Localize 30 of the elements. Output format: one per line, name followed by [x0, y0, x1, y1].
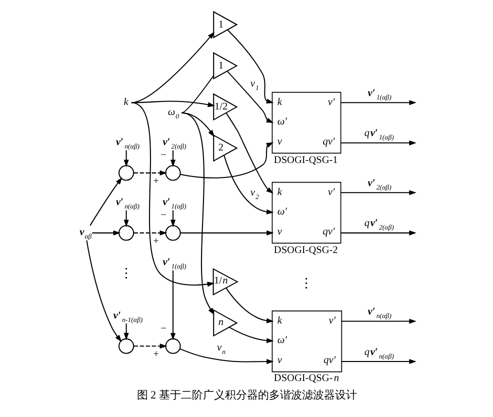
node-text: v′$_{n-1(αβ)}$ [113, 310, 143, 324]
node-label: DSOGI-QSG-1 [274, 155, 338, 166]
label: ⋮ [119, 265, 134, 280]
edge-label: qv′$_{2(αβ)}$ [364, 218, 394, 232]
node-label: DSOGI-QSG-n [274, 372, 340, 384]
node-text: v′$_{n(αβ)}$ [116, 137, 140, 151]
edge-label: v′$_{1(αβ)}$ [368, 88, 392, 102]
edge-label: v$_{n}$ [217, 342, 226, 356]
node-text: k [124, 96, 128, 108]
edge-label: v′$_{2(αβ)}$ [368, 178, 392, 192]
node-text: ω$_{0}$ [168, 107, 180, 121]
label: ⋮ [300, 276, 314, 291]
edge-label: qv′$_{n(αβ)}$ [364, 346, 394, 360]
edge-label: − [160, 210, 167, 222]
edge-label: v′$_{n(αβ)}$ [368, 306, 392, 320]
node-text: v$_{αβ}$ [80, 227, 92, 241]
edge-label: v$_{1}$ [250, 78, 259, 92]
edge-label: + [152, 176, 160, 187]
node-text: v′$_{n(αβ)}$ [116, 197, 140, 211]
edge-label: + [152, 348, 160, 360]
edge-label: − [160, 323, 167, 334]
node-label: DSOGI-QSG-2 [274, 245, 338, 256]
node-text: v′$_{1(αβ)}$ [162, 257, 186, 271]
edge-label: − [160, 150, 167, 162]
edge-label: qv′$_{1(αβ)}$ [364, 128, 394, 142]
node-text: v′$_{1(αβ)}$ [162, 197, 186, 211]
edge-label: + [152, 236, 160, 247]
caption: 图 2 基于二阶广义积分器的多谐波滤波器设计 [136, 390, 357, 402]
node-text: v′$_{2(αβ)}$ [162, 137, 186, 151]
edge-label: v$_{2}$ [250, 187, 259, 201]
